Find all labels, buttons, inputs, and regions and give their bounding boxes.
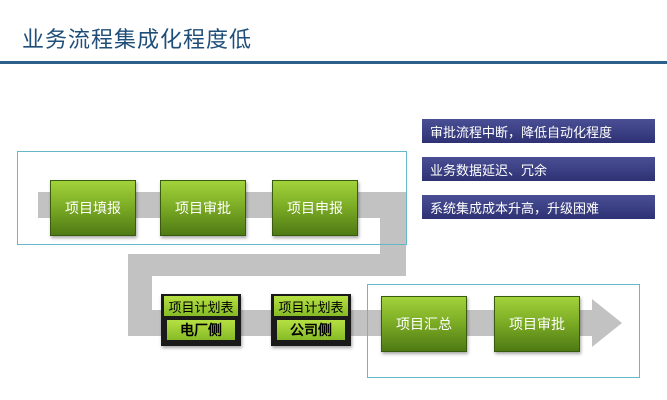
- step-project-review-final: 项目审批: [494, 296, 580, 352]
- flow-arrowhead: [592, 299, 622, 347]
- plan-tag-plant: 项目计划表 电厂侧: [161, 294, 241, 346]
- step-project-fill: 项目填报: [50, 180, 136, 236]
- plan-tag-side: 公司侧: [277, 320, 345, 340]
- lower-process-frame: [367, 284, 640, 378]
- issue-label: 审批流程中断，降低自动化程度: [422, 119, 655, 143]
- flow-path-middle: [128, 254, 406, 276]
- issue-label: 业务数据延迟、冗余: [422, 157, 655, 181]
- step-project-summary: 项目汇总: [381, 296, 467, 352]
- issue-label: 系统集成成本升高，升级困难: [422, 195, 655, 219]
- page-title: 业务流程集成化程度低: [22, 28, 253, 53]
- plan-tag-company: 项目计划表 公司侧: [271, 294, 351, 346]
- plan-tag-title: 项目计划表: [274, 296, 348, 316]
- upper-process-frame: [17, 151, 407, 245]
- plan-tag-side: 电厂侧: [167, 320, 235, 340]
- step-project-review: 项目审批: [160, 180, 246, 236]
- step-project-declare: 项目申报: [272, 180, 358, 236]
- title-divider: [0, 61, 667, 64]
- plan-tag-title: 项目计划表: [164, 296, 238, 316]
